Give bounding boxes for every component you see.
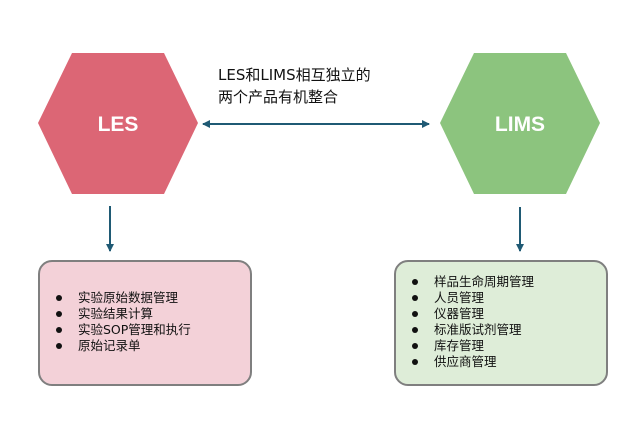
list-item: 标准版试剂管理 <box>412 322 606 338</box>
lims-feature-list: 样品生命周期管理 人员管理 仪器管理 标准版试剂管理 库存管理 供应商管理 <box>412 274 606 370</box>
les-feature-box: 实验原始数据管理 实验结果计算 实验SOP管理和执行 原始记录单 <box>38 260 252 386</box>
bullet-icon <box>412 359 418 365</box>
list-item: 人员管理 <box>412 290 606 306</box>
list-item-label: 供应商管理 <box>434 354 497 369</box>
caption-line-1: LES和LIMS相互独立的 <box>218 66 371 84</box>
caption-line-2: 两个产品有机整合 <box>218 88 339 106</box>
lims-label: LIMS <box>494 113 546 136</box>
bullet-icon <box>412 327 418 333</box>
list-item: 实验结果计算 <box>56 306 250 322</box>
list-item: 原始记录单 <box>56 338 250 354</box>
list-item-label: 实验SOP管理和执行 <box>78 322 191 337</box>
list-item-label: 实验结果计算 <box>78 306 154 321</box>
bullet-icon <box>56 343 62 349</box>
lims-hexagon <box>440 53 600 194</box>
list-item-label: 人员管理 <box>434 290 485 305</box>
bullet-icon <box>412 295 418 301</box>
les-feature-list: 实验原始数据管理 实验结果计算 实验SOP管理和执行 原始记录单 <box>56 290 250 354</box>
list-item-label: 仪器管理 <box>434 306 485 321</box>
list-item: 样品生命周期管理 <box>412 274 606 290</box>
list-item-label: 样品生命周期管理 <box>434 274 535 289</box>
bullet-icon <box>56 295 62 301</box>
list-item: 实验原始数据管理 <box>56 290 250 306</box>
bullet-icon <box>56 327 62 333</box>
bullet-icon <box>412 279 418 285</box>
list-item: 供应商管理 <box>412 354 606 370</box>
list-item: 仪器管理 <box>412 306 606 322</box>
bullet-icon <box>56 311 62 317</box>
list-item-label: 实验原始数据管理 <box>78 290 179 305</box>
lims-feature-box: 样品生命周期管理 人员管理 仪器管理 标准版试剂管理 库存管理 供应商管理 <box>394 260 608 386</box>
les-hexagon <box>38 53 198 194</box>
bullet-icon <box>412 311 418 317</box>
les-label: LES <box>97 113 139 136</box>
bullet-icon <box>412 343 418 349</box>
list-item-label: 原始记录单 <box>78 338 141 353</box>
list-item: 实验SOP管理和执行 <box>56 322 250 338</box>
list-item-label: 库存管理 <box>434 338 485 353</box>
connector-caption: LES和LIMS相互独立的 两个产品有机整合 <box>218 64 418 108</box>
list-item: 库存管理 <box>412 338 606 354</box>
list-item-label: 标准版试剂管理 <box>434 322 522 337</box>
